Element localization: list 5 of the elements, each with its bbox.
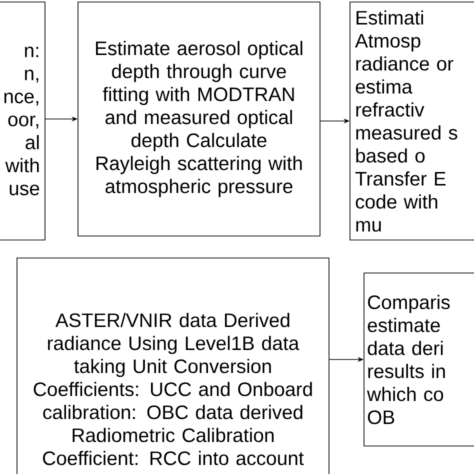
process-box: ASTER/VNIR data Derived radiance Using Level1B data taking Unit Conversion Coefficients: UCC and Onboard calibration: OBC data derived Radiometric Calibration Coefficient: RCC into account: [16, 258, 330, 474]
process-box: Comparis estimate data deri results in which co OB: [364, 272, 474, 446]
process-box: Estimate aerosol optical depth through curve fitting with MODTRAN and measured optical depth Calculate Rayleigh scattering with atmospheric pressure: [78, 2, 320, 236]
process-box: n: n, nce, oor, al with use: [0, 2, 46, 240]
process-box: Estimati Atmosp radiance or estima refractiv measured s based o Transfer E code with mu: [350, 2, 474, 240]
